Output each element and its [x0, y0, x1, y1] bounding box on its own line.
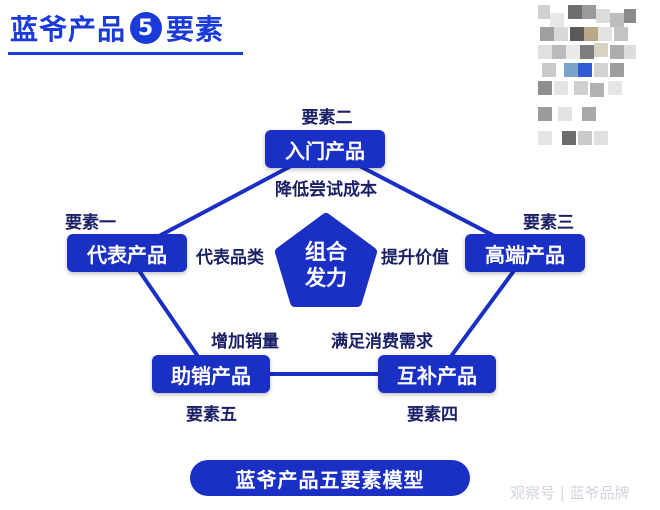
- element-label-right: 要素三: [523, 213, 574, 233]
- model-caption: 蓝爷产品五要素模型: [190, 460, 470, 496]
- center-line1: 组合: [305, 240, 347, 264]
- node-bottom-left: 助销产品: [152, 355, 270, 393]
- element-label-bottom-right: 要素四: [407, 405, 458, 425]
- page-title: 蓝爷产品 5 要素: [10, 8, 224, 48]
- node-top: 入门产品: [265, 130, 385, 168]
- title-suffix: 要素: [166, 13, 225, 46]
- title-underline: [8, 52, 243, 55]
- node-left: 代表产品: [67, 234, 187, 272]
- desc-bottom-right: 满足消费需求: [331, 332, 433, 352]
- watermark: 观察号 | 蓝爷品牌: [510, 484, 630, 502]
- node-right: 高端产品: [465, 234, 585, 272]
- desc-bottom-left: 增加销量: [211, 332, 279, 352]
- desc-left: 代表品类: [196, 248, 264, 268]
- node-bottom-right: 互补产品: [378, 355, 496, 393]
- title-prefix: 蓝爷产品: [10, 13, 127, 46]
- center-text: 组合 发力: [286, 239, 366, 291]
- pixelated-logo: [538, 5, 638, 145]
- element-label-bottom-left: 要素五: [186, 405, 237, 425]
- element-label-top: 要素二: [301, 108, 353, 128]
- title-number-badge: 5: [130, 12, 163, 44]
- element-label-left: 要素一: [65, 213, 116, 233]
- center-line2: 发力: [305, 266, 347, 290]
- desc-right: 提升价值: [381, 248, 449, 268]
- center-pentagon: [275, 213, 377, 307]
- desc-top: 降低尝试成本: [275, 180, 377, 200]
